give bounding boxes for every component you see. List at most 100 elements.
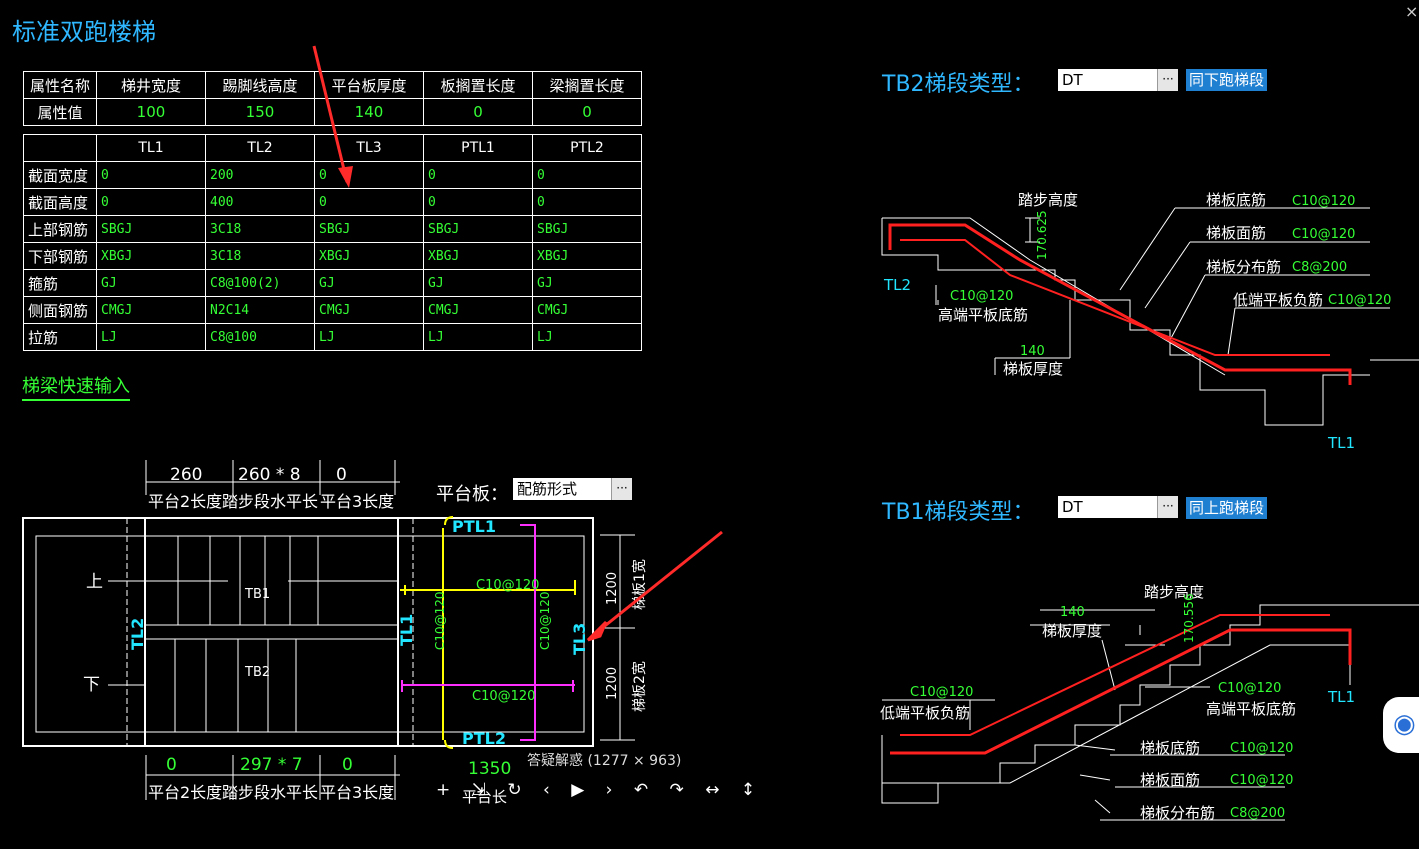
next-icon[interactable]: › xyxy=(605,780,613,800)
table-cell[interactable]: CMGJ xyxy=(532,296,642,324)
prev-icon[interactable]: ‹ xyxy=(542,780,550,800)
thickness-value: 140 xyxy=(1020,344,1045,359)
table-cell[interactable]: LJ xyxy=(423,323,533,351)
table-cell[interactable]: XBGJ xyxy=(96,242,206,270)
tb2-type-select[interactable]: DT ··· xyxy=(1058,69,1178,91)
low-neg-value: C10@120 xyxy=(1328,293,1391,308)
prop-value-skirting-height[interactable]: 150 xyxy=(205,98,315,126)
thickness-value: 140 xyxy=(1060,605,1085,620)
table-cell[interactable]: 0 xyxy=(532,188,642,216)
prop-value-well-width[interactable]: 100 xyxy=(96,98,206,126)
table-cell[interactable]: CMGJ xyxy=(314,296,424,324)
rotate-icon[interactable]: ↻ xyxy=(507,780,522,800)
close-icon[interactable]: × xyxy=(1405,2,1419,21)
table-cell[interactable]: SBGJ xyxy=(96,215,206,243)
table-cell[interactable]: SBGJ xyxy=(423,215,533,243)
dist-bar-label: 梯板分布筋 xyxy=(1206,258,1281,276)
redo-icon[interactable]: ↷ xyxy=(669,780,684,800)
tl2-label: TL2 xyxy=(883,276,911,294)
table-cell[interactable]: CMGJ xyxy=(96,296,206,324)
assistant-badge[interactable]: ◉ xyxy=(1383,697,1419,753)
table-cell[interactable]: GJ xyxy=(532,269,642,297)
plan-caption: 平台3长度 xyxy=(320,492,394,511)
bottom-bar-value: C10@120 xyxy=(1230,741,1293,756)
same-as-upper-button[interactable]: 同上跑梯段 xyxy=(1186,497,1268,519)
tb1-type-value: DT xyxy=(1062,498,1083,516)
table-cell[interactable]: 200 xyxy=(205,161,315,189)
bottom-bar-value: C10@120 xyxy=(1292,194,1355,209)
table-cell[interactable]: XBGJ xyxy=(314,242,424,270)
row-label: 拉筋 xyxy=(23,323,97,351)
table-cell[interactable]: CMGJ xyxy=(423,296,533,324)
rebar-label: C10@120 xyxy=(433,591,447,650)
plan-dim: 0 xyxy=(342,755,353,775)
prop-header: 平台板厚度 xyxy=(314,71,424,99)
beam-header: TL2 xyxy=(205,134,315,162)
tl3-label: TL3 xyxy=(570,623,589,655)
prop-header: 属性名称 xyxy=(23,71,97,99)
table-cell[interactable]: SBGJ xyxy=(314,215,424,243)
table-cell[interactable]: C8@100 xyxy=(205,323,315,351)
dist-bar-label: 梯板分布筋 xyxy=(1140,804,1215,822)
undo-icon[interactable]: ↶ xyxy=(633,780,649,800)
same-as-lower-button[interactable]: 同下跑梯段 xyxy=(1186,69,1268,91)
zoom-in-icon[interactable]: + xyxy=(436,780,451,800)
table-cell[interactable]: 3C18 xyxy=(205,242,315,270)
table-cell[interactable]: 0 xyxy=(532,161,642,189)
ptl2-label: PTL2 xyxy=(462,729,506,748)
low-neg-value: C10@120 xyxy=(910,685,973,700)
tb1-section-drawing: 踏步高度 170.556 140 梯板厚度 C10@120 低端平板负筋 C10… xyxy=(880,583,1419,822)
table-cell[interactable]: 0 xyxy=(423,161,533,189)
table-cell[interactable]: N2C14 xyxy=(205,296,315,324)
row-label: 下部钢筋 xyxy=(23,242,97,270)
table-cell[interactable]: GJ xyxy=(423,269,533,297)
table-cell[interactable]: C8@100(2) xyxy=(205,269,315,297)
table-cell[interactable]: 0 xyxy=(96,161,206,189)
table-cell[interactable]: 0 xyxy=(423,188,533,216)
table-cell[interactable]: 0 xyxy=(96,188,206,216)
tb1-type-select[interactable]: DT ··· xyxy=(1058,496,1178,518)
quick-input-link[interactable]: 梯梁快速输入 xyxy=(22,372,130,401)
actual-size-icon[interactable]: ⇲ xyxy=(471,780,486,800)
ptl1-label: PTL1 xyxy=(452,517,496,536)
step-height-label: 踏步高度 xyxy=(1144,583,1204,601)
flip-vertical-icon[interactable]: ↕ xyxy=(740,780,756,800)
flip-horizontal-icon[interactable]: ↔ xyxy=(705,780,720,800)
prop-value-beam-bearing[interactable]: 0 xyxy=(532,98,642,126)
tb1-type-label: TB1梯段类型： xyxy=(882,500,1035,525)
high-bottom-label: 高端平板底筋 xyxy=(1206,700,1296,718)
property-table: 属性名称 梯井宽度 踢脚线高度 平台板厚度 板搁置长度 梁搁置长度 属性值 10… xyxy=(23,71,642,126)
beam-header: PTL1 xyxy=(423,134,533,162)
tb2-type-value: DT xyxy=(1062,71,1083,89)
rebar-label: C10@120 xyxy=(476,578,539,593)
table-cell[interactable]: LJ xyxy=(96,323,206,351)
table-cell[interactable]: LJ xyxy=(314,323,424,351)
table-cell[interactable]: 400 xyxy=(205,188,315,216)
platform-select[interactable]: 配筋形式 ··· xyxy=(513,478,632,500)
table-cell[interactable]: GJ xyxy=(314,269,424,297)
plan-caption: 平台2长度 xyxy=(148,783,222,802)
table-cell[interactable]: XBGJ xyxy=(423,242,533,270)
more-icon[interactable]: ··· xyxy=(1157,69,1178,91)
table-cell[interactable]: GJ xyxy=(96,269,206,297)
play-icon[interactable]: ▶ xyxy=(571,780,585,800)
tb2-section-drawing: 踏步高度 170.625 梯板底筋 C10@120 梯板面筋 C10@120 梯… xyxy=(881,191,1419,452)
table-row: 拉筋 LJ C8@100 LJ LJ LJ xyxy=(23,323,642,351)
rebar-label: C10@120 xyxy=(538,591,552,650)
prop-value-slab-bearing[interactable]: 0 xyxy=(423,98,533,126)
top-bar-label: 梯板面筋 xyxy=(1206,224,1266,242)
bottom-bar-label: 梯板底筋 xyxy=(1206,191,1266,209)
bottom-bar-label: 梯板底筋 xyxy=(1140,739,1200,757)
tb1-label: TB1 xyxy=(244,587,270,602)
table-cell[interactable]: SBGJ xyxy=(532,215,642,243)
table-cell[interactable]: 3C18 xyxy=(205,215,315,243)
table-cell[interactable]: XBGJ xyxy=(532,242,642,270)
more-icon[interactable]: ··· xyxy=(611,478,632,500)
dist-bar-value: C8@200 xyxy=(1230,806,1285,821)
more-icon[interactable]: ··· xyxy=(1157,496,1178,518)
top-bar-value: C10@120 xyxy=(1230,773,1293,788)
table-cell[interactable]: LJ xyxy=(532,323,642,351)
low-neg-label: 低端平板负筋 xyxy=(1233,291,1323,309)
table-cell[interactable]: 0 xyxy=(314,188,424,216)
stair-plan-drawing: 260 260 * 8 0 平台2长度 踏步段水平长 平台3长度 上 下 TB1… xyxy=(22,460,723,806)
